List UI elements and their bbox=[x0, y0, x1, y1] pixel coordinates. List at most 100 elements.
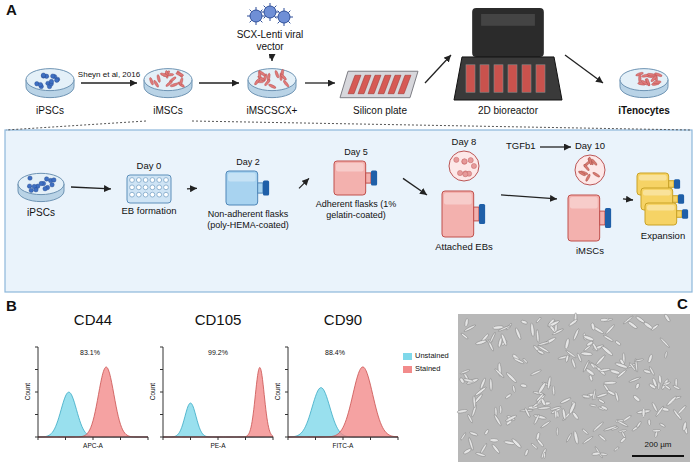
process-arrow bbox=[565, 55, 603, 83]
stage-label: iMSCs bbox=[558, 245, 622, 258]
axis-tick bbox=[285, 392, 288, 393]
flask-shine bbox=[336, 163, 364, 172]
cell bbox=[568, 401, 576, 414]
cell bbox=[571, 358, 577, 369]
axis-tick bbox=[160, 369, 163, 370]
micrograph-ground bbox=[458, 314, 690, 462]
cell bbox=[664, 384, 671, 390]
cell bbox=[582, 428, 589, 435]
axis-tick bbox=[273, 437, 274, 440]
cell bbox=[652, 377, 658, 387]
well bbox=[130, 178, 135, 183]
flask-shine bbox=[647, 205, 675, 211]
flask-body bbox=[226, 171, 258, 205]
well bbox=[143, 185, 148, 190]
cell bbox=[473, 396, 476, 408]
dish-top bbox=[620, 69, 668, 91]
process-stage: iPSCs bbox=[20, 62, 80, 118]
cell bbox=[571, 411, 579, 420]
cell bbox=[647, 354, 653, 364]
icon bbox=[442, 151, 485, 237]
cell bbox=[598, 398, 606, 404]
cell bbox=[457, 409, 468, 413]
reactor-tray bbox=[454, 57, 562, 100]
cell bbox=[547, 376, 552, 389]
well bbox=[143, 192, 148, 197]
well bbox=[164, 192, 169, 197]
well bbox=[157, 185, 162, 190]
cell bbox=[464, 318, 469, 327]
process-stage: Day 5Adherent flasks (1% gelatin-coated) bbox=[310, 146, 402, 221]
cell bbox=[491, 443, 500, 454]
process-stage: iMSCs bbox=[138, 62, 198, 118]
axis-tick bbox=[120, 437, 121, 440]
histogram-plot bbox=[285, 347, 398, 440]
embryoid-body bbox=[468, 158, 473, 163]
figure-label: PE-A bbox=[210, 442, 225, 449]
cell bbox=[530, 323, 535, 337]
figure-label: CD44 bbox=[74, 312, 112, 329]
cell bbox=[160, 72, 168, 77]
axis-tick bbox=[190, 437, 191, 440]
icon bbox=[144, 69, 192, 98]
plate-well bbox=[398, 75, 411, 93]
icon bbox=[247, 3, 293, 26]
axis-tick bbox=[370, 437, 371, 440]
cell bbox=[600, 318, 608, 321]
cell bbox=[578, 170, 586, 176]
stage-label: iPSCs bbox=[12, 206, 70, 220]
cell bbox=[659, 423, 666, 428]
cell bbox=[635, 358, 644, 362]
cell bbox=[550, 406, 561, 411]
cell bbox=[585, 174, 591, 182]
axis-tick bbox=[65, 437, 66, 440]
cell bbox=[564, 338, 570, 349]
axis-tick bbox=[148, 437, 149, 440]
flask-cap bbox=[263, 181, 269, 196]
cell bbox=[642, 408, 645, 417]
cell bbox=[460, 432, 466, 440]
zoom-line bbox=[192, 121, 691, 130]
cell bbox=[536, 317, 542, 324]
flask-neck bbox=[669, 181, 674, 188]
cell bbox=[639, 75, 642, 83]
flask-body bbox=[645, 203, 677, 225]
stage-label: Day 8 bbox=[428, 136, 500, 149]
cell bbox=[463, 448, 472, 455]
stage-icon bbox=[138, 62, 198, 104]
cell bbox=[589, 374, 594, 381]
cell bbox=[484, 429, 490, 436]
cell bbox=[654, 72, 662, 77]
process-stage: Expansion bbox=[634, 170, 692, 243]
well bbox=[164, 178, 169, 183]
icon bbox=[620, 69, 668, 98]
cell bbox=[621, 431, 626, 438]
cell bbox=[512, 385, 516, 393]
cell bbox=[34, 188, 38, 192]
stage-icon bbox=[634, 170, 692, 230]
cell bbox=[614, 446, 620, 451]
flask-body bbox=[442, 191, 474, 237]
cell bbox=[464, 324, 477, 332]
cell bbox=[258, 70, 266, 77]
virus-particle bbox=[250, 10, 262, 22]
cell bbox=[675, 378, 677, 386]
process-arrow bbox=[501, 195, 557, 199]
process-stage: Day 0EB formation bbox=[112, 160, 186, 218]
well bbox=[136, 185, 141, 190]
cell bbox=[627, 321, 637, 330]
cell bbox=[475, 339, 487, 345]
cell bbox=[556, 428, 558, 436]
flask-neck bbox=[600, 211, 605, 225]
cell bbox=[283, 80, 290, 88]
reactor-chamber bbox=[466, 65, 475, 92]
cell bbox=[548, 320, 560, 328]
cell bbox=[653, 429, 661, 432]
cell bbox=[649, 366, 656, 376]
stage-label: 2D bioreactor bbox=[452, 104, 564, 118]
cell bbox=[666, 395, 677, 406]
cell bbox=[153, 80, 159, 88]
figure-label: 83.1% bbox=[80, 349, 100, 357]
stage-icon bbox=[112, 173, 186, 205]
axis-tick bbox=[35, 369, 38, 370]
